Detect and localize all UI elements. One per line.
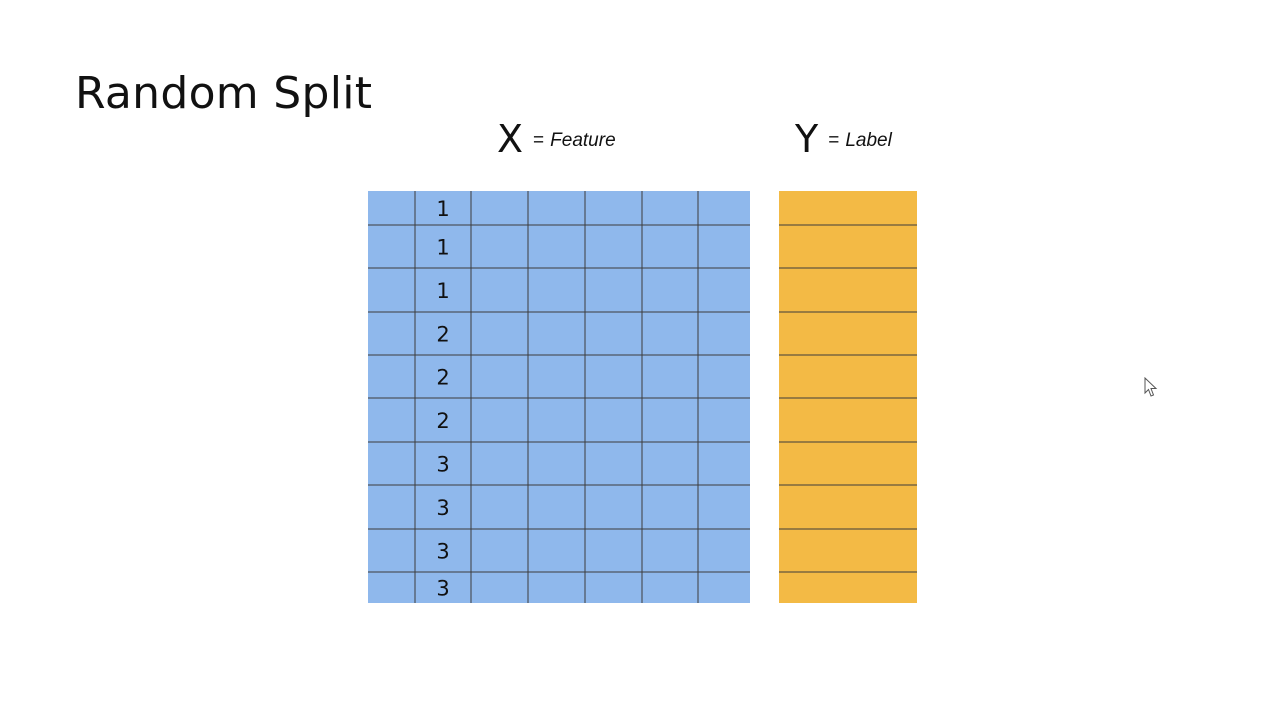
feature-equals: = (533, 130, 545, 151)
label-header: Y =Label (795, 117, 892, 161)
label-column (779, 191, 917, 603)
feature-symbol: X (497, 117, 524, 161)
label-caption: Label (845, 130, 892, 151)
group-id-cell: 1 (436, 197, 449, 221)
group-id-cell: 3 (436, 540, 449, 564)
label-symbol: Y (795, 117, 819, 161)
group-id-cell: 3 (436, 453, 449, 477)
feature-caption: Feature (550, 130, 616, 151)
feature-matrix: 1 1 1 2 2 2 3 3 3 3 (368, 191, 750, 603)
label-column-fill (779, 191, 917, 603)
feature-header: X =Feature (497, 117, 616, 161)
label-equals: = (828, 130, 840, 151)
group-id-cell: 2 (436, 323, 449, 347)
feature-matrix-fill (368, 191, 750, 603)
group-id-cell: 2 (436, 366, 449, 390)
slide-title: Random Split (75, 68, 373, 119)
group-id-cell: 3 (436, 496, 449, 520)
group-id-cell: 1 (436, 236, 449, 260)
group-id-cell: 2 (436, 409, 449, 433)
mouse-cursor-icon (1144, 377, 1158, 397)
group-id-cell: 3 (436, 577, 449, 601)
group-id-cell: 1 (436, 279, 449, 303)
